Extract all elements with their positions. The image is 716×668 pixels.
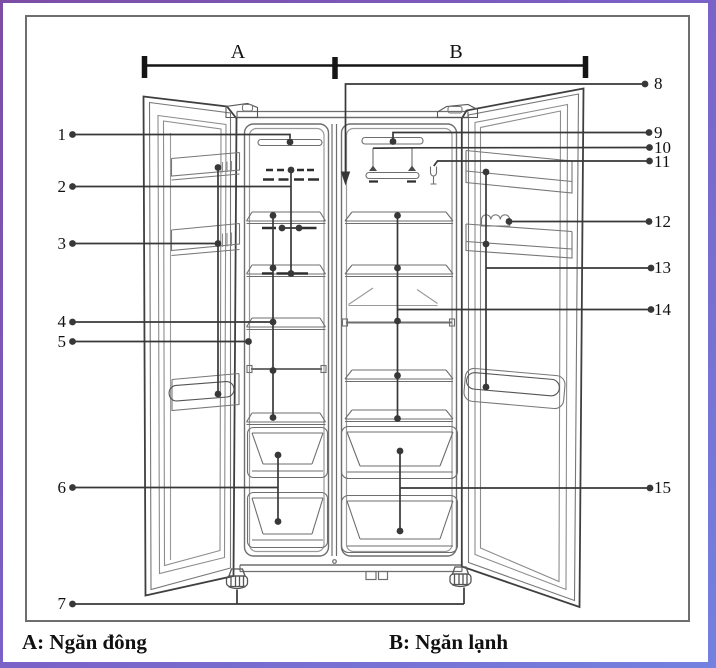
fridge-door: [436, 87, 585, 609]
callout-line-1: [69, 131, 294, 146]
right-foot: [449, 566, 472, 588]
callout-label-3: 3: [57, 234, 67, 253]
freezer-drawer: [246, 426, 329, 479]
callout-line-13: [482, 168, 655, 391]
fridge-shelf: [344, 211, 454, 225]
callout-lines: [69, 80, 655, 608]
top-hinge-cover: [436, 103, 479, 119]
air-duct-lines: [348, 287, 438, 307]
freezer-shelf: [246, 317, 326, 331]
freezer-door-bin: [168, 372, 240, 412]
dimension-label-b: B: [449, 41, 463, 63]
callout-label-12: 12: [654, 212, 671, 231]
center-partition: [331, 124, 338, 556]
fridge-shelf: [344, 369, 454, 383]
callout-line-9: [389, 129, 653, 145]
freezer-wire-shelf: [246, 364, 327, 374]
callout-line-2: [69, 166, 303, 277]
fridge-liner: [340, 123, 458, 557]
callout-line-5: [69, 338, 252, 345]
callout-line-15: [396, 447, 654, 535]
dimension-label-a: A: [230, 41, 246, 63]
drain-cap: [377, 570, 389, 581]
freezer-shelf: [246, 264, 326, 278]
caption-freezer: A: Ngăn đông: [22, 630, 147, 654]
callout-line-3: [69, 164, 222, 398]
callout-label-4: 4: [57, 312, 67, 331]
callout-line-11: [433, 157, 653, 167]
callout-line-8: [340, 80, 649, 186]
freezer-door: [142, 95, 259, 597]
freezer-liner: [243, 123, 330, 557]
freezer-drawer: [246, 491, 329, 549]
callout-line-14: [394, 212, 655, 422]
fridge-shelf: [344, 409, 454, 423]
callout-label-2: 2: [57, 177, 67, 196]
lamp-assembly: [365, 148, 420, 183]
callout-label-13: 13: [654, 258, 671, 277]
callout-label-6: 6: [57, 478, 67, 497]
callout-line-6: [69, 451, 282, 525]
dimension-line: [141, 56, 589, 79]
sensor-clip: [429, 166, 438, 185]
diagram-border: [25, 15, 690, 622]
fridge-door-bin: [465, 223, 573, 259]
caption-fridge: B: Ngăn lạnh: [389, 630, 509, 654]
cabinet: [236, 110, 469, 581]
callout-label-14: 14: [654, 300, 671, 319]
callout-line-7: [69, 587, 465, 608]
callout-label-15: 15: [654, 478, 671, 497]
callout-line-4: [69, 212, 277, 421]
freezer-interior: [246, 138, 329, 549]
callout-label-8: 8: [654, 74, 663, 93]
leveling-feet: [225, 566, 472, 590]
callout-label-1: 1: [57, 125, 67, 144]
freezer-shelf: [246, 211, 326, 225]
callout-line-10: [372, 144, 653, 151]
fridge-door-bin: [463, 367, 566, 410]
callout-label-7: 7: [57, 594, 67, 613]
top-hinge-cover: [225, 102, 259, 119]
freezer-door-bin: [170, 222, 241, 257]
left-foot: [225, 568, 249, 590]
freezer-shelf: [246, 412, 326, 426]
drain-cap: [365, 570, 377, 581]
callout-line-12: [505, 218, 653, 225]
callout-label-11: 11: [654, 152, 671, 171]
fridge-door-bin: [465, 149, 573, 194]
freezer-door-bin: [170, 151, 241, 181]
callout-label-9: 9: [654, 123, 663, 142]
callout-label-10: 10: [654, 138, 671, 157]
callout-label-5: 5: [57, 332, 67, 351]
